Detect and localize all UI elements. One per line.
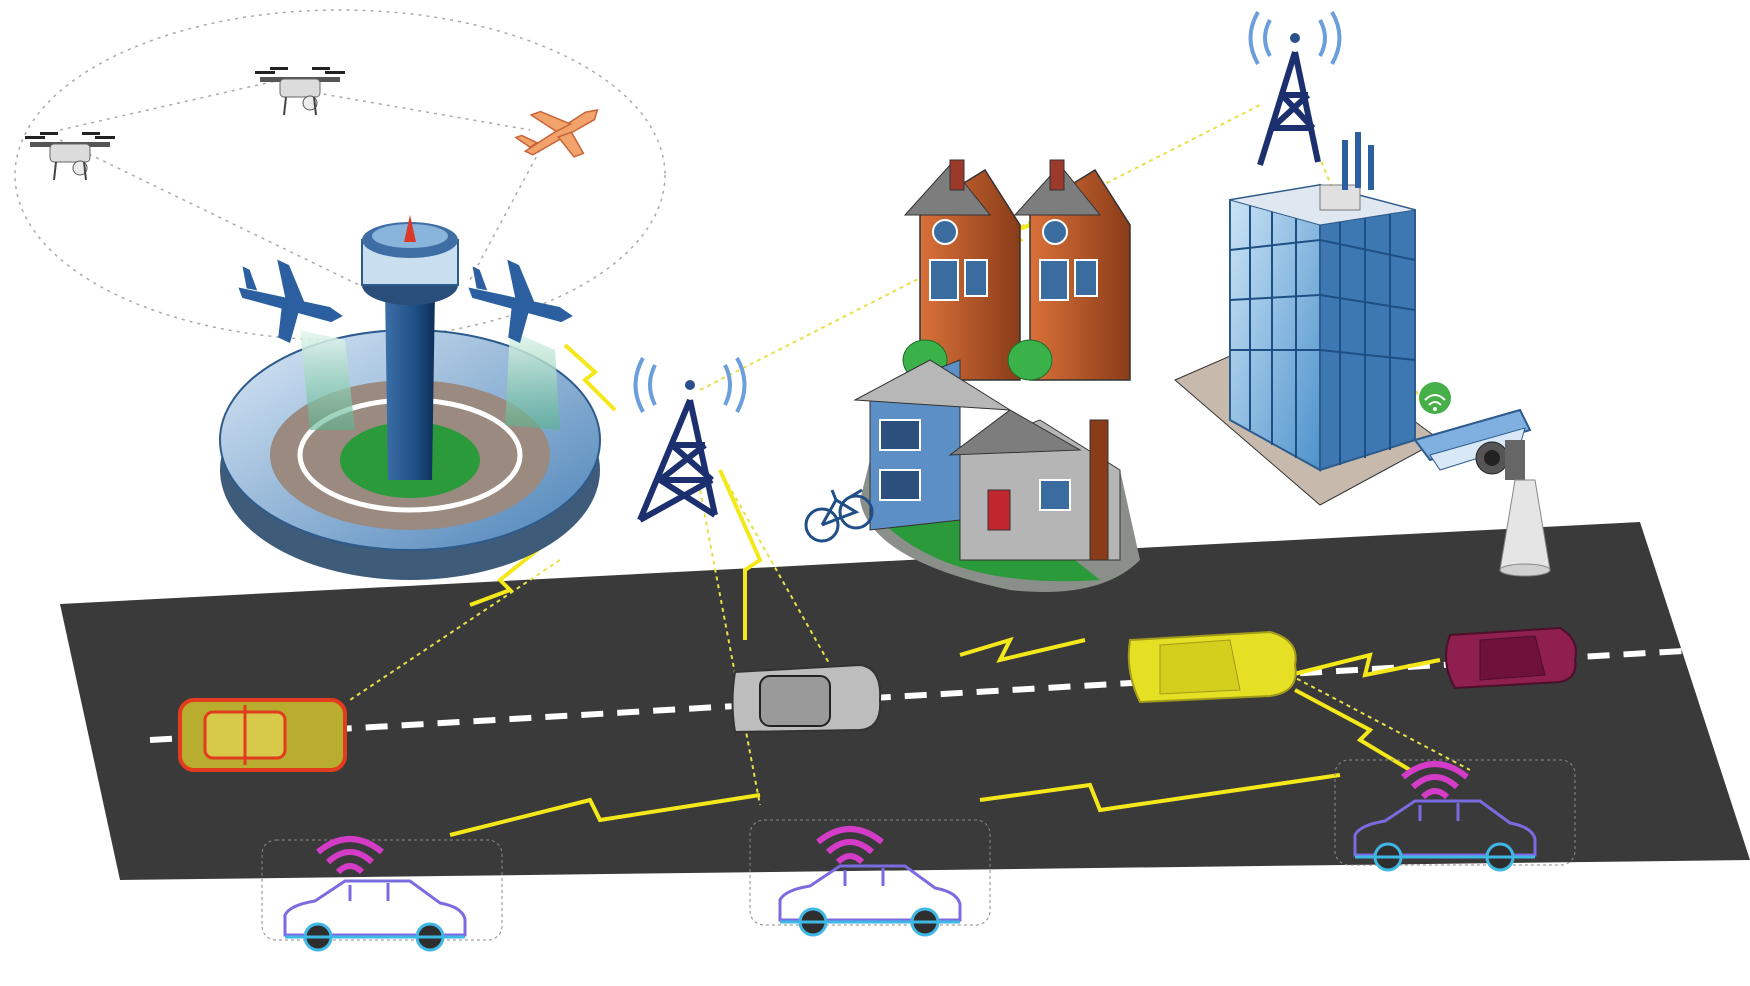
drone-icon bbox=[254, 66, 346, 116]
connected-car bbox=[1334, 759, 1576, 872]
drone-icon bbox=[24, 131, 116, 181]
bicycle-icon bbox=[804, 488, 874, 543]
office-building-icon bbox=[1174, 132, 1441, 506]
car-icon bbox=[731, 663, 882, 734]
connected-car bbox=[261, 839, 503, 952]
security-camera-icon bbox=[1413, 408, 1551, 577]
car-icon bbox=[1127, 630, 1297, 704]
connected-car bbox=[749, 819, 991, 937]
car-icon bbox=[1445, 626, 1577, 690]
house-icon bbox=[853, 159, 1140, 592]
car-icon bbox=[178, 698, 347, 772]
wifi-signal-icon bbox=[1419, 382, 1451, 414]
air-links bbox=[14, 9, 666, 341]
dotted-links bbox=[349, 104, 1471, 806]
cell-tower-icon bbox=[1248, 11, 1342, 166]
cell-tower-icon bbox=[633, 357, 747, 523]
airplane-icon bbox=[509, 92, 611, 174]
control-tower-icon bbox=[219, 215, 601, 580]
lane-divider bbox=[149, 647, 1701, 743]
road bbox=[60, 522, 1750, 880]
